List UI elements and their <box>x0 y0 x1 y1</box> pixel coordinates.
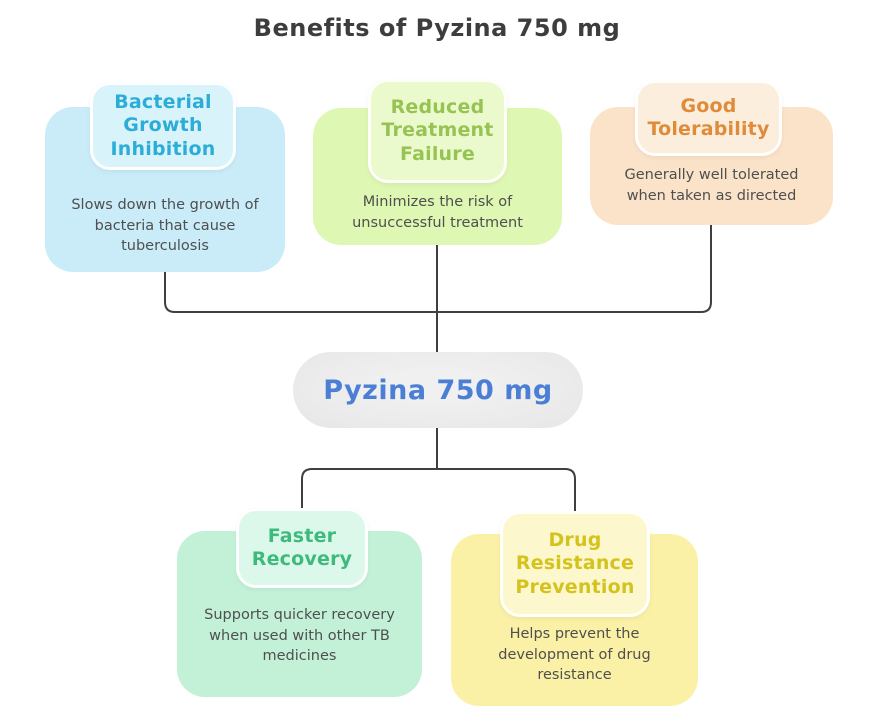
benefit-description: Generally well tolerated when taken as d… <box>624 167 799 204</box>
benefit-title-badge: Drug Resistance Prevention <box>500 511 650 617</box>
benefit-card-faster-recovery: Faster Recovery Supports quicker recover… <box>177 508 422 697</box>
benefit-title-badge: Bacterial Growth Inhibition <box>90 82 236 170</box>
benefit-description: Minimizes the risk of unsuccessful treat… <box>352 194 523 231</box>
diagram-title: Benefits of Pyzina 750 mg <box>253 14 621 42</box>
benefit-card-drug-resistance-prevention: Drug Resistance Prevention Helps prevent… <box>451 511 698 706</box>
benefit-description: Supports quicker recovery when used with… <box>204 607 395 665</box>
benefit-description: Helps prevent the development of drug re… <box>498 626 651 684</box>
benefit-title: Drug Resistance Prevention <box>515 529 635 598</box>
connector-bottom-branch <box>301 468 576 512</box>
benefit-title-badge: Good Tolerability <box>635 80 782 156</box>
benefit-title: Good Tolerability <box>647 94 770 140</box>
benefit-title: Reduced Treatment Failure <box>381 96 494 165</box>
benefit-title-badge: Faster Recovery <box>236 508 368 588</box>
central-drug-label: Pyzina 750 mg <box>323 374 553 406</box>
benefit-title: Bacterial Growth Inhibition <box>110 91 216 160</box>
benefit-description: Slows down the growth of bacteria that c… <box>71 197 259 255</box>
benefit-card-good-tolerability: Good Tolerability Generally well tolerat… <box>590 80 833 225</box>
benefit-card-bacterial-growth-inhibition: Bacterial Growth Inhibition Slows down t… <box>45 82 285 272</box>
benefit-card-reduced-treatment-failure: Reduced Treatment Failure Minimizes the … <box>313 79 562 245</box>
benefit-title: Faster Recovery <box>251 524 353 570</box>
central-drug-node: Pyzina 750 mg <box>293 352 583 428</box>
benefit-title-badge: Reduced Treatment Failure <box>368 79 507 183</box>
